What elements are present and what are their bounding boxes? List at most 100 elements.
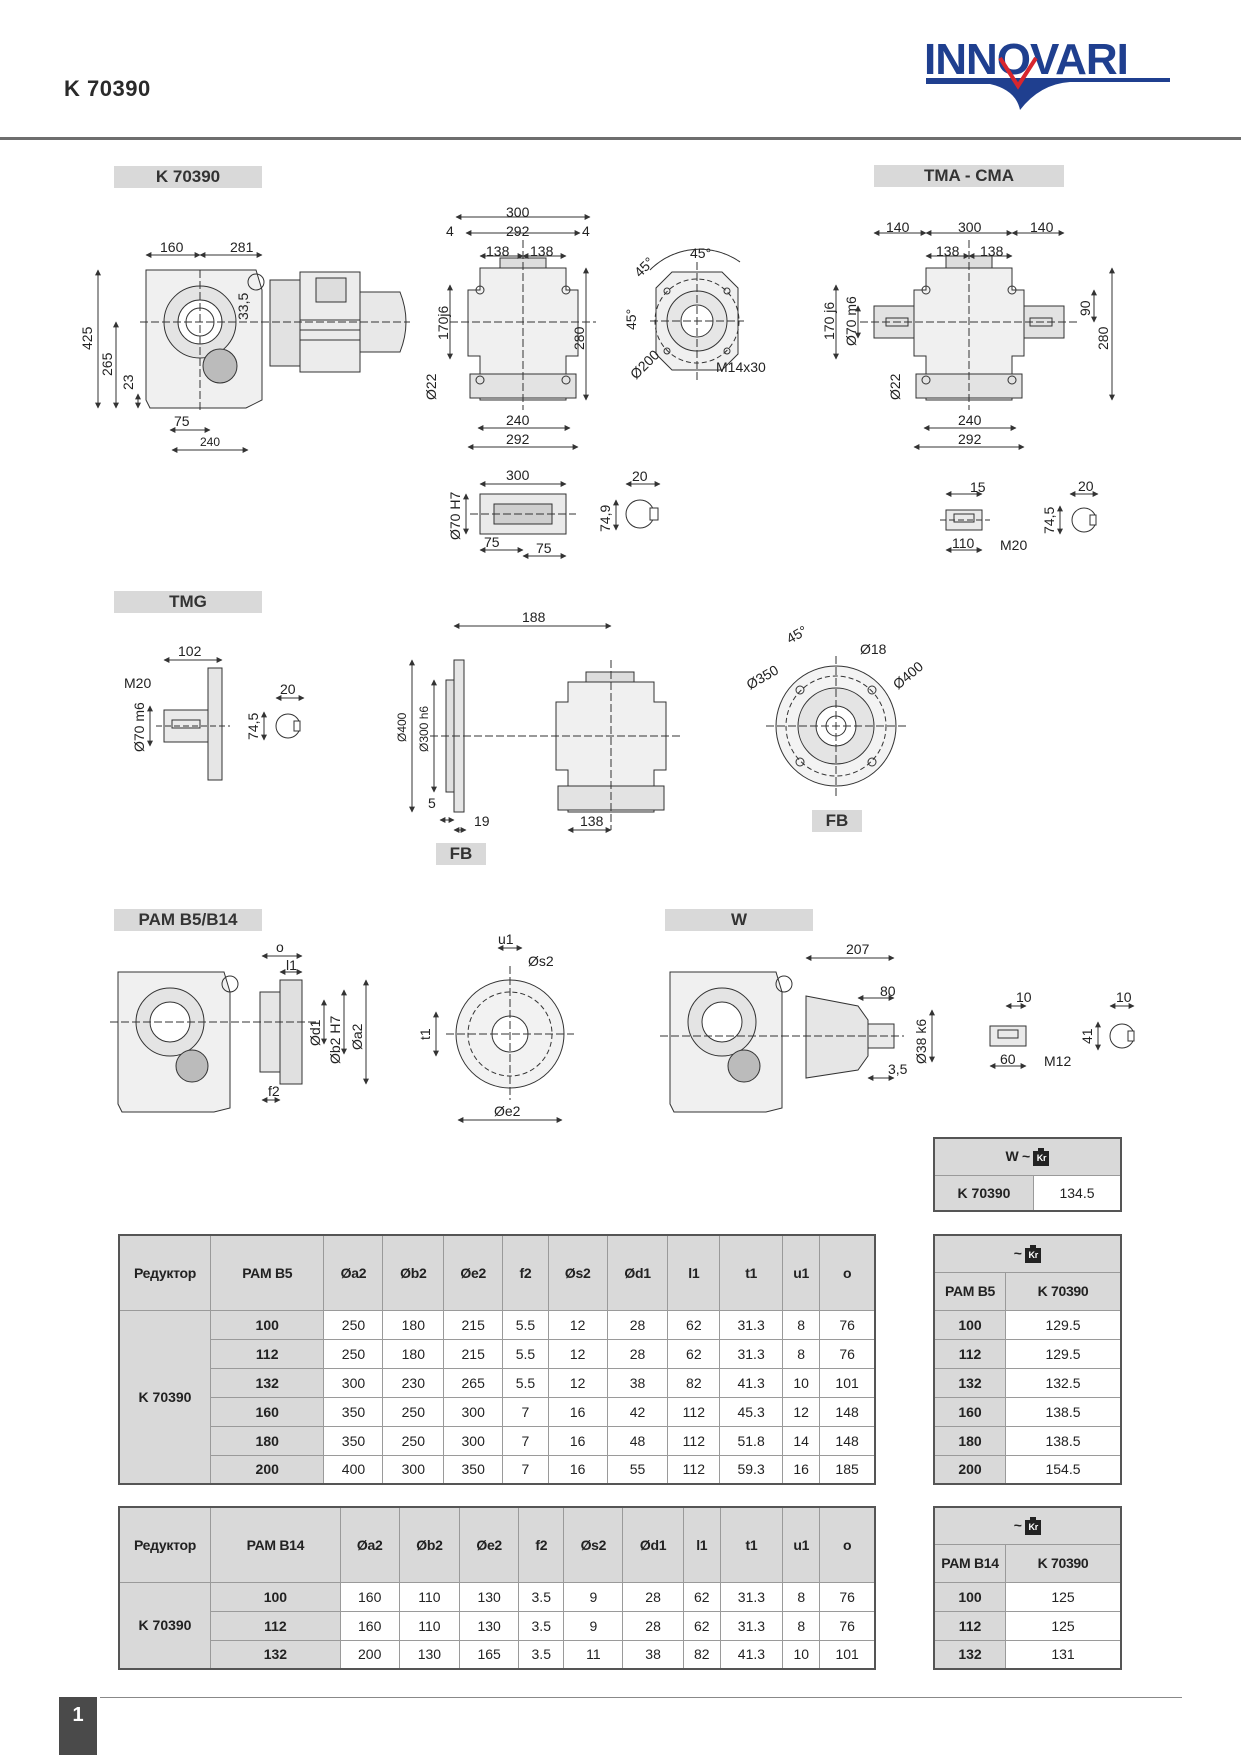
table-cell: 55 bbox=[606, 1454, 669, 1485]
table-cell: 215 bbox=[443, 1338, 504, 1369]
table-size-cell: 160 bbox=[209, 1396, 325, 1427]
dim-label: Ø400 bbox=[890, 658, 927, 692]
table-cell: 9 bbox=[563, 1581, 624, 1612]
dim-label: 300 bbox=[958, 219, 982, 235]
dim-label: 160 bbox=[160, 239, 184, 255]
table-cell: 59.3 bbox=[719, 1454, 783, 1485]
dim-label: Øs2 bbox=[528, 953, 554, 969]
dim-label: 102 bbox=[178, 643, 202, 659]
dim-label: 292 bbox=[506, 223, 530, 239]
weight-b5-col2: K 70390 bbox=[1005, 1271, 1122, 1311]
dim-label: Ø70 H7 bbox=[447, 492, 463, 540]
weight-b5-header: ~ Kr bbox=[933, 1234, 1122, 1273]
table-cell: 101 bbox=[819, 1367, 876, 1398]
section-label-tmg: TMG bbox=[114, 591, 262, 613]
dim-label: 300 bbox=[506, 467, 530, 483]
table-cell: 110 bbox=[398, 1610, 461, 1641]
table-size-cell: 180 bbox=[933, 1425, 1006, 1456]
dim-label: Øe2 bbox=[494, 1103, 521, 1119]
weight-w-table: W ~ Kr K 70390 134.5 bbox=[933, 1137, 1122, 1212]
table-cell: 110 bbox=[398, 1581, 461, 1612]
table-cell: 250 bbox=[323, 1338, 384, 1369]
table-size-cell: 112 bbox=[933, 1610, 1006, 1641]
dim-label: 23 bbox=[120, 374, 136, 390]
table-cell: 148 bbox=[819, 1396, 876, 1427]
dim-label: Ø350 bbox=[744, 662, 782, 693]
table-cell: 14 bbox=[781, 1425, 821, 1456]
table-header-cell: u1 bbox=[781, 1234, 821, 1311]
table-cell: 62 bbox=[667, 1309, 721, 1340]
dim-label: 170j6 bbox=[435, 306, 451, 340]
dim-label: 110 bbox=[952, 535, 975, 551]
table-cell: 9 bbox=[563, 1610, 624, 1641]
table-header-cell: f2 bbox=[502, 1234, 549, 1311]
dim-label: 292 bbox=[958, 431, 982, 447]
table-cell: 42 bbox=[606, 1396, 669, 1427]
table-cell: 101 bbox=[819, 1639, 876, 1670]
table-cell: 215 bbox=[443, 1309, 504, 1340]
table-cell: 130 bbox=[459, 1610, 520, 1641]
dim-label: 75 bbox=[174, 413, 190, 429]
table-header-cell: Øa2 bbox=[339, 1506, 400, 1583]
dim-label: Ø300 h6 bbox=[417, 706, 431, 752]
table-header-cell: u1 bbox=[782, 1506, 821, 1583]
table-cell: 112 bbox=[667, 1425, 721, 1456]
table-cell: 31.3 bbox=[719, 1309, 783, 1340]
dim-label: 19 bbox=[474, 813, 490, 829]
table-cell: 138.5 bbox=[1005, 1396, 1122, 1427]
dim-label: 45° bbox=[690, 245, 711, 261]
table-cell: 76 bbox=[819, 1309, 876, 1340]
table-cell: 28 bbox=[606, 1309, 669, 1340]
table-cell: 5.5 bbox=[502, 1309, 549, 1340]
table-header-cell: o bbox=[819, 1234, 876, 1311]
table-cell: 3.5 bbox=[518, 1610, 565, 1641]
front-view-drawing bbox=[450, 240, 596, 410]
weight-b14-col1: PAM B14 bbox=[933, 1543, 1006, 1583]
table-cell: 154.5 bbox=[1005, 1454, 1122, 1485]
table-size-cell: 100 bbox=[933, 1309, 1006, 1340]
dim-label: 74,9 bbox=[597, 505, 613, 532]
section-label-tma: TMA - CMA bbox=[874, 165, 1064, 187]
table-cell: 180 bbox=[382, 1338, 445, 1369]
dim-label: 188 bbox=[522, 609, 546, 625]
table-cell: 16 bbox=[547, 1454, 608, 1485]
footer-divider bbox=[100, 1697, 1182, 1698]
dim-label: Ød1 bbox=[307, 1019, 323, 1046]
dim-label: 10 bbox=[1116, 989, 1132, 1005]
table-header-cell: f2 bbox=[518, 1506, 565, 1583]
table-cell: 112 bbox=[667, 1396, 721, 1427]
table-header-cell: t1 bbox=[719, 1506, 784, 1583]
table-cell: 51.8 bbox=[719, 1425, 783, 1456]
dim-label: 292 bbox=[506, 431, 530, 447]
table-cell: 131 bbox=[1005, 1639, 1122, 1670]
table-model-cell: K 70390 bbox=[118, 1581, 211, 1670]
table-cell: 38 bbox=[622, 1639, 684, 1670]
weight-icon: Kr bbox=[1033, 1147, 1050, 1166]
table-cell: 5.5 bbox=[502, 1338, 549, 1369]
table-cell: 8 bbox=[781, 1338, 821, 1369]
table-cell: 8 bbox=[781, 1309, 821, 1340]
table-size-cell: 180 bbox=[209, 1425, 325, 1456]
table-size-cell: 100 bbox=[210, 1581, 341, 1612]
table-cell: 31.3 bbox=[719, 1610, 784, 1641]
section-label-main: K 70390 bbox=[114, 166, 262, 188]
dim-label: 4 bbox=[446, 223, 454, 239]
table-cell: 350 bbox=[323, 1425, 384, 1456]
table-cell: 180 bbox=[382, 1309, 445, 1340]
dim-label: 4 bbox=[582, 223, 590, 239]
table-cell: 16 bbox=[547, 1396, 608, 1427]
flange-view-drawing bbox=[649, 248, 744, 380]
table-cell: 300 bbox=[382, 1454, 445, 1485]
table-size-cell: 200 bbox=[209, 1454, 325, 1485]
document-title: K 70390 bbox=[64, 76, 151, 101]
weight-icon: Kr bbox=[1025, 1516, 1042, 1535]
table-cell: 62 bbox=[667, 1338, 721, 1369]
weight-w-title: W ~ bbox=[1005, 1147, 1031, 1164]
table-cell: 160 bbox=[339, 1610, 400, 1641]
dim-label: 138 bbox=[580, 813, 604, 829]
